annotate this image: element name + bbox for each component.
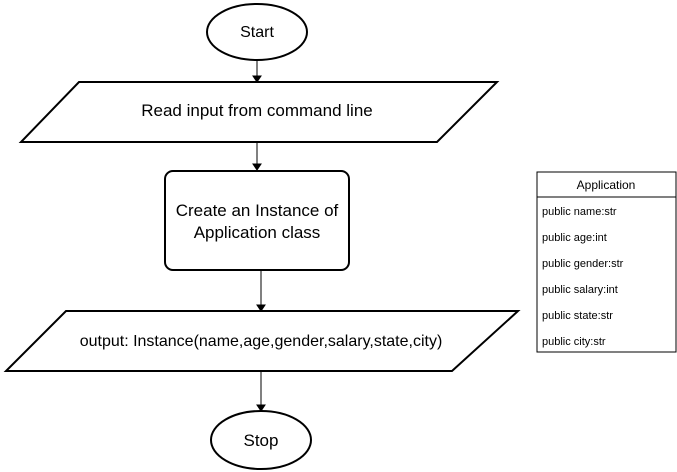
class-attr-gender: public gender:str <box>542 258 624 270</box>
arrowhead-output-to-stop <box>256 404 266 412</box>
arrowhead-start-to-read <box>252 75 262 83</box>
create-instance-label-line1: Create an Instance of <box>176 201 339 220</box>
application-class-box: Application public name:str public age:i… <box>536 171 677 353</box>
create-instance-node <box>164 170 350 271</box>
output-node <box>3 310 521 372</box>
read-input-node <box>18 81 500 143</box>
create-instance-label-line2: Application class <box>194 223 321 242</box>
arrowhead-create-to-output <box>256 304 266 312</box>
class-box-title: Application <box>577 178 636 192</box>
output-label: output: Instance(name,age,gender,salary,… <box>80 333 443 350</box>
stop-node <box>210 410 312 470</box>
class-attr-salary: public salary:int <box>542 284 618 296</box>
class-attr-city: public city:str <box>542 336 606 348</box>
class-box-frame <box>536 171 677 353</box>
read-input-label: Read input from command line <box>141 101 373 120</box>
class-attr-name: public name:str <box>542 206 617 218</box>
class-attr-age: public age:int <box>542 232 607 244</box>
stop-label: Stop <box>244 431 279 450</box>
start-label: Start <box>240 24 274 41</box>
class-attr-state: public state:str <box>542 310 613 322</box>
arrowhead-read-to-create <box>252 163 262 171</box>
